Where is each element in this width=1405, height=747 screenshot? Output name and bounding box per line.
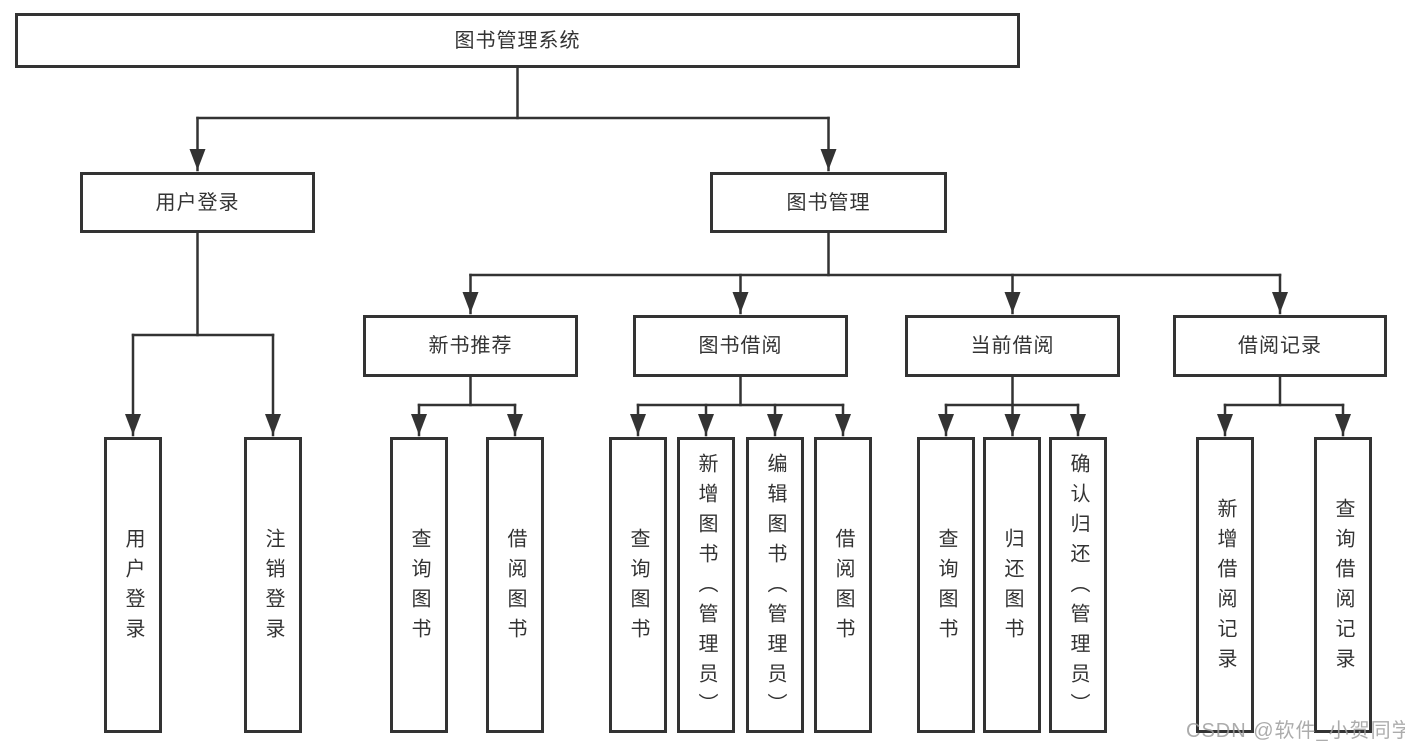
node-new-book-recommend: 新书推荐	[363, 315, 578, 377]
leaf-nbr-query-books: 查询图书	[390, 437, 448, 733]
leaf-nbr-borrow-books: 借阅图书	[486, 437, 544, 733]
node-library-management-system: 图书管理系统	[15, 13, 1020, 68]
node-borrow-records: 借阅记录	[1173, 315, 1387, 377]
leaf-logout-login: 注销登录	[244, 437, 302, 733]
leaf-br-add-borrow-record: 新增借阅记录	[1196, 437, 1254, 733]
node-current-borrow: 当前借阅	[905, 315, 1120, 377]
leaf-cb-return-books: 归还图书	[983, 437, 1041, 733]
leaf-cb-query-books: 查询图书	[917, 437, 975, 733]
node-user-login: 用户登录	[80, 172, 315, 233]
node-book-borrow: 图书借阅	[633, 315, 848, 377]
node-book-management: 图书管理	[710, 172, 947, 233]
leaf-bb-query-books: 查询图书	[609, 437, 667, 733]
watermark: CSDN @软件_小贺同学	[1186, 720, 1405, 742]
leaf-bb-borrow-books: 借阅图书	[814, 437, 872, 733]
leaf-bb-edit-books-admin: 编辑图书（管理员）	[746, 437, 804, 733]
leaf-br-query-borrow-record: 查询借阅记录	[1314, 437, 1372, 733]
leaf-user-login: 用户登录	[104, 437, 162, 733]
leaf-cb-confirm-return-admin: 确认归还（管理员）	[1049, 437, 1107, 733]
leaf-bb-add-books-admin: 新增图书（管理员）	[677, 437, 735, 733]
